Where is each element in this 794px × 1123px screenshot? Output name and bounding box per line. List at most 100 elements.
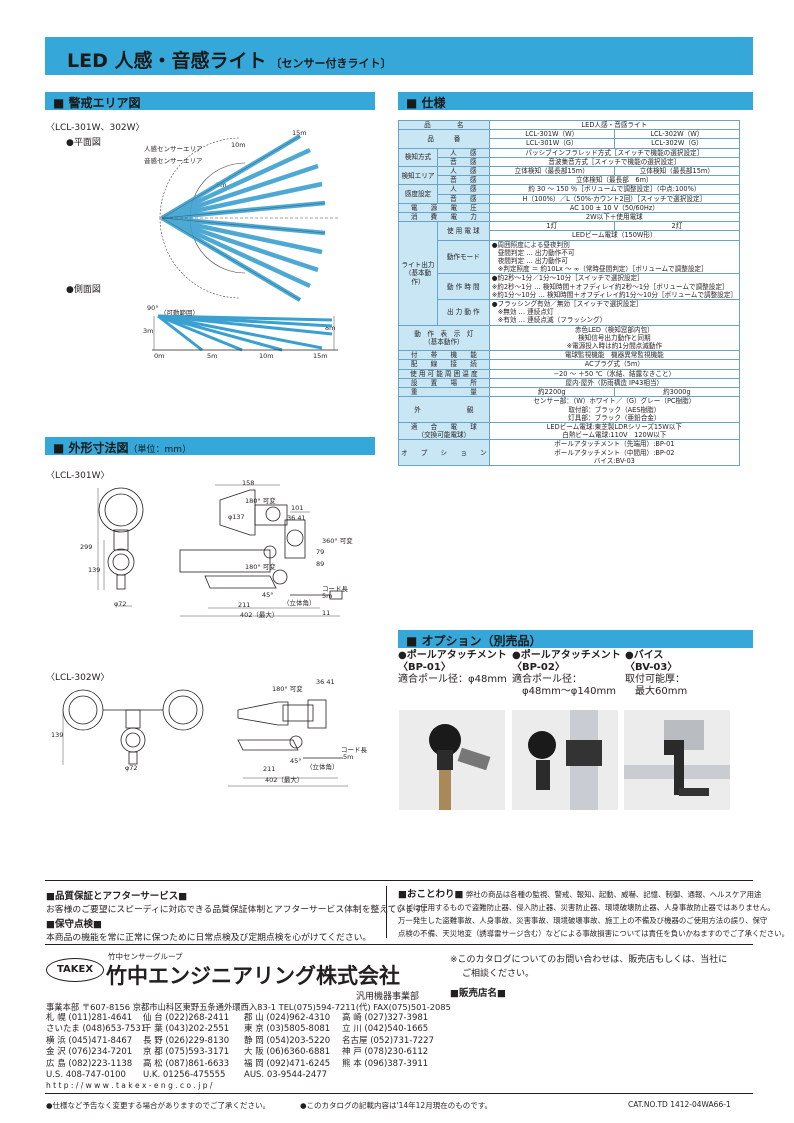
- section-area-header: ■ 警戒エリア図: [45, 92, 375, 110]
- side-ground-15m: 15m: [313, 352, 328, 360]
- section-dimensions-header: ■ 外形寸法図（単位：mm）: [45, 437, 375, 455]
- section-options-header: ■ オプション（別売品）: [398, 630, 753, 648]
- spec-table: 品 名 LED人感・音感ライト 品 番 LCL-301W（W） LCL-302W…: [398, 119, 740, 466]
- spec-row-bulb: ライト出力（基本動作） 使 用 電 球 1灯 2灯: [398, 221, 740, 326]
- headquarters: 事業本部 〒607-8156 京都市山科区東野五条通外環西入83-1 TEL(0…: [46, 1002, 451, 1012]
- spec-row-indicator: 動 作 表 示 灯（基本動作） 赤色LED（検知窓部内包）検知信号出力動作と同期…: [398, 324, 740, 352]
- dim-302-phi72: φ72: [125, 764, 138, 772]
- plan-view-label: ●平面図: [66, 138, 101, 148]
- option-bp02-spec: 適合ポール径：: [512, 674, 582, 685]
- side-ground-0m: 0m: [154, 352, 165, 360]
- page-subtitle: 〔センサー付きライト〕: [270, 57, 392, 70]
- dim-302-cord-label: コード長: [341, 746, 367, 754]
- dim-301-11: 11: [322, 609, 331, 617]
- dim-301-211: 211: [238, 601, 251, 609]
- option-bv03-code: 〈BV-03〉: [625, 662, 678, 673]
- disclaimer-spec: ●仕様など予告なく変更する場合がありますのでご了承ください。: [46, 1101, 271, 1110]
- dim-301-402: 402（最大）: [240, 611, 279, 619]
- option-bp01: ●ポールアタッチメント 〈BP-01〉 適合ポール径：φ48mm: [398, 650, 507, 686]
- dim-301-phi137: φ137: [228, 513, 245, 521]
- dimensions-unit: （単位：mm）: [128, 445, 192, 455]
- website-link[interactable]: h t t p : / / w w w . t a k e x - e n g …: [46, 1081, 213, 1090]
- dim-302-402: 402（最大）: [265, 776, 304, 784]
- option-bv03-spec2: 最大60mm: [635, 686, 688, 697]
- spec-row-appearance: 外 観 センサー部：（W）ホワイト／（G）グレー（PC樹脂）取付部：ブラック（A…: [398, 396, 740, 423]
- side-angle-label: 90°: [147, 304, 159, 312]
- dims-301-drawing: [97, 484, 343, 617]
- spec-row-power: 電 源 電 圧 AC 100 ± 10 V（50/60Hz）: [398, 202, 740, 214]
- dim-301-79: 79: [316, 548, 325, 556]
- warranty-title: ■品質保証とアフターサービス■: [46, 891, 188, 902]
- division-name: 汎用機器事業部: [356, 992, 420, 1002]
- spec-row-temp: 使 用 可 能 周 囲 温 度 −20 ～ ＋50 ℃（氷結、結露なきこと）: [398, 368, 740, 379]
- sound-sensor-area-label: 音感センサーエリア: [144, 157, 203, 165]
- warranty-text: お客様のご要望にスピーディに対応できる品質保証体制とアフターサービス体制を整えて…: [46, 905, 431, 915]
- area-model-label: 〈LCL-301W、302W〉: [46, 123, 145, 133]
- spec-row-time: 動 作 時 間 ●約2秒～1分／1分～10分［スイッチで選択設定］: [399, 273, 740, 301]
- spec-row-model: 品 番 LCL-301W（W） LCL-302W（W）: [398, 129, 740, 149]
- dim-302-211: 211: [263, 765, 276, 773]
- maintenance-title: ■保守点検■: [46, 919, 102, 930]
- option-bp02: ●ポールアタッチメント 〈BP-02〉 適合ポール径： φ48mm～φ140mm: [512, 650, 621, 698]
- spec-row-sensitivity: 感度設定 人 感 約 30 ～ 150 ％［ボリュームで調整設定］（中点:100…: [398, 184, 740, 204]
- side-height-8m: 8m: [325, 324, 336, 332]
- adjustable-range-label: （可動範囲）: [160, 309, 199, 317]
- dim-302-180-adjust: 180° 可変: [272, 685, 303, 693]
- dim-301-180b-adjust: 180° 可変: [245, 563, 276, 571]
- spec-row-install: 設 置 場 所 屋内·屋外（防雨構造 IP43相当）: [398, 377, 740, 389]
- dim-301-101: 101: [291, 504, 304, 512]
- dim-302-139: 139: [51, 731, 64, 739]
- section-spec-header: ■ 仕様: [398, 92, 753, 110]
- side-ground-5m: 5m: [207, 352, 218, 360]
- spec-row-consumption: 消 費 電 力 2W以下＋使用電球: [398, 212, 740, 223]
- spec-row-detect-area: 検知エリア 人 感 立体検知（最長部15m） 立体検知（最長部15m）: [398, 166, 740, 186]
- notice-title: ■おことわり■: [398, 889, 464, 900]
- option-bp01-photo: [399, 710, 505, 810]
- footer-divider: [386, 886, 387, 938]
- spec-row-detect-method: 検知方式 人 感 パッシブインフラレッド方式［スイッチで機能の選択設定］: [398, 147, 740, 168]
- dim-301-stand: （立体角）: [283, 599, 316, 607]
- spec-row-wiring: 配 線 接 続 ACプラグ式（5m）: [398, 359, 740, 370]
- option-bp02-title: ●ポールアタッチメント: [512, 650, 621, 661]
- plan-view-diagram: [159, 134, 340, 302]
- catalog-number: CAT.NO.TD 1412-04WA66-1: [628, 1100, 731, 1109]
- dim-302-3641: 36 41: [316, 678, 335, 686]
- dim-302-45deg: 45°: [290, 757, 302, 765]
- dim-301-3641: 36 41: [287, 514, 306, 522]
- side-view-diagram: [152, 314, 338, 352]
- footer-mid-rule: [45, 944, 753, 945]
- dim-301-360-adjust: 360° 可変: [322, 537, 353, 545]
- page-title: LED 人感・音感ライト〔センサー付きライト〕: [67, 50, 392, 72]
- side-height-3m: 3m: [143, 327, 154, 335]
- takex-logo: TAKEX: [46, 958, 104, 982]
- dim-301-299: 299: [80, 543, 93, 551]
- maintenance-text: 本商品の機能を常に正常に保つために日常点検及び定期点検を心がけてください。: [46, 933, 372, 943]
- option-bv03-photo: [624, 710, 730, 810]
- dims-301-model-label: 〈LCL-301W〉: [46, 471, 110, 481]
- option-bv03: ●バイス 〈BV-03〉 取付可能厚： 最大60mm: [625, 650, 687, 698]
- dim-301-cord-5m: 5m: [322, 592, 333, 600]
- company-group: 竹中センサーグループ: [108, 952, 183, 961]
- option-bp02-code: 〈BP-02〉: [512, 662, 565, 673]
- plan-dist-15m: 15m: [292, 129, 307, 137]
- inquiry-text-1: ※このカタログについてのお問い合わせは、販売店もしくは、当社に: [450, 955, 728, 965]
- option-bp01-spec: 適合ポール径：φ48mm: [398, 674, 507, 685]
- spec-row-name: 品 名 LED人感・音感ライト: [398, 119, 740, 131]
- option-bp01-title: ●ポールアタッチメント: [398, 650, 507, 661]
- company-name: 竹中エンジニアリング株式会社: [106, 964, 400, 988]
- dim-302-stand: （立体角）: [306, 763, 339, 771]
- footer-bottom-rule: [45, 1093, 753, 1094]
- dim-301-phi72: φ72: [114, 600, 127, 608]
- human-sensor-area-label: 人感センサーエリア: [144, 145, 203, 153]
- dealer-label: ■販売店名■: [450, 988, 506, 999]
- dim-301-45deg: 45°: [262, 591, 274, 599]
- option-bp01-code: 〈BP-01〉: [398, 662, 451, 673]
- spec-row-accessory: 付 帯 機 能 電球監視機能 機器異常監視機能: [398, 350, 740, 361]
- spec-row-output: 出 力 動 作 ●フラッシング有効／無効［スイッチで選択設定］: [399, 299, 740, 326]
- dim-301-89: 89: [316, 560, 325, 568]
